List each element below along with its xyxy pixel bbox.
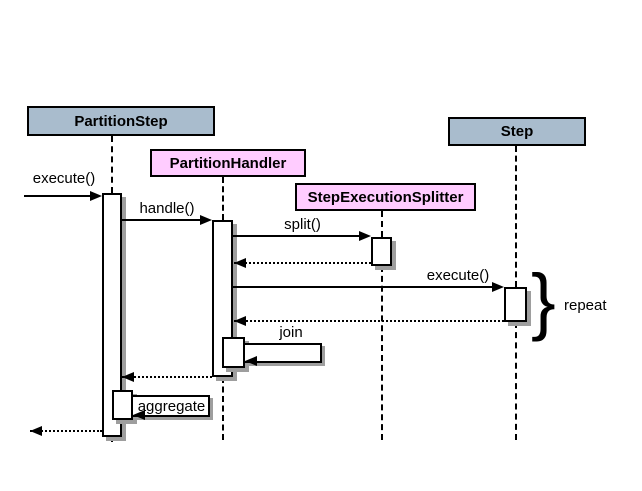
actor-partition-step-label: PartitionStep xyxy=(74,112,168,130)
message-handle-arrowhead-icon xyxy=(200,215,212,225)
message-join-self-rect xyxy=(245,343,322,363)
return-execute-1-line xyxy=(30,430,102,432)
lifeline-step-top xyxy=(515,146,517,287)
actor-partition-handler: PartitionHandler xyxy=(150,149,306,177)
activation-step xyxy=(504,287,527,322)
return-split-line xyxy=(234,262,371,264)
message-join-label: join xyxy=(279,324,303,341)
activation-partition-step xyxy=(102,193,122,437)
actor-step-execution-splitter-label: StepExecutionSplitter xyxy=(307,188,464,206)
message-execute-2-label: execute() xyxy=(426,267,490,284)
lifeline-partition-handler-top xyxy=(222,177,224,220)
actor-partition-step: PartitionStep xyxy=(27,106,215,136)
lifeline-step-execution-splitter-top xyxy=(381,211,383,237)
return-handle-arrowhead-icon xyxy=(122,372,134,382)
return-execute-2-line xyxy=(234,320,504,322)
actor-partition-handler-label: PartitionHandler xyxy=(169,154,287,172)
message-aggregate-arrowhead-icon xyxy=(133,410,145,420)
message-split-arrowhead-icon xyxy=(359,231,371,241)
activation-step-execution-splitter xyxy=(371,237,392,266)
return-split-arrowhead-icon xyxy=(234,258,246,268)
repeat-brace: } xyxy=(531,259,556,342)
repeat-label: repeat xyxy=(564,297,607,314)
lifeline-partition-handler-bottom xyxy=(222,377,224,440)
activation-aggregate-nested xyxy=(112,390,133,420)
message-execute-1-label: execute() xyxy=(32,170,96,187)
actor-step-execution-splitter: StepExecutionSplitter xyxy=(295,183,476,211)
actor-step: Step xyxy=(448,117,586,146)
return-handle-line xyxy=(122,376,212,378)
message-join-arrowhead-icon xyxy=(245,356,257,366)
return-execute-2-arrowhead-icon xyxy=(234,316,246,326)
message-execute-2-arrowhead-icon xyxy=(492,282,504,292)
message-handle-line xyxy=(122,219,201,221)
message-execute-2-line xyxy=(233,286,493,288)
message-handle-label: handle() xyxy=(139,200,195,217)
message-aggregate-self-rect xyxy=(133,395,210,417)
actor-step-label: Step xyxy=(500,123,534,140)
lifeline-partition-step-bottom xyxy=(111,437,113,442)
lifeline-step-execution-splitter-bottom xyxy=(381,266,383,440)
message-aggregate-label: aggregate xyxy=(137,398,206,415)
lifeline-step-bottom xyxy=(515,322,517,440)
message-execute-1-line xyxy=(24,195,91,197)
lifeline-partition-step-top xyxy=(111,136,113,193)
return-execute-1-arrowhead-icon xyxy=(30,426,42,436)
message-execute-1-arrowhead-icon xyxy=(90,191,102,201)
activation-join-nested xyxy=(222,337,245,368)
message-split-label: split() xyxy=(284,216,321,233)
message-split-line xyxy=(233,235,360,237)
